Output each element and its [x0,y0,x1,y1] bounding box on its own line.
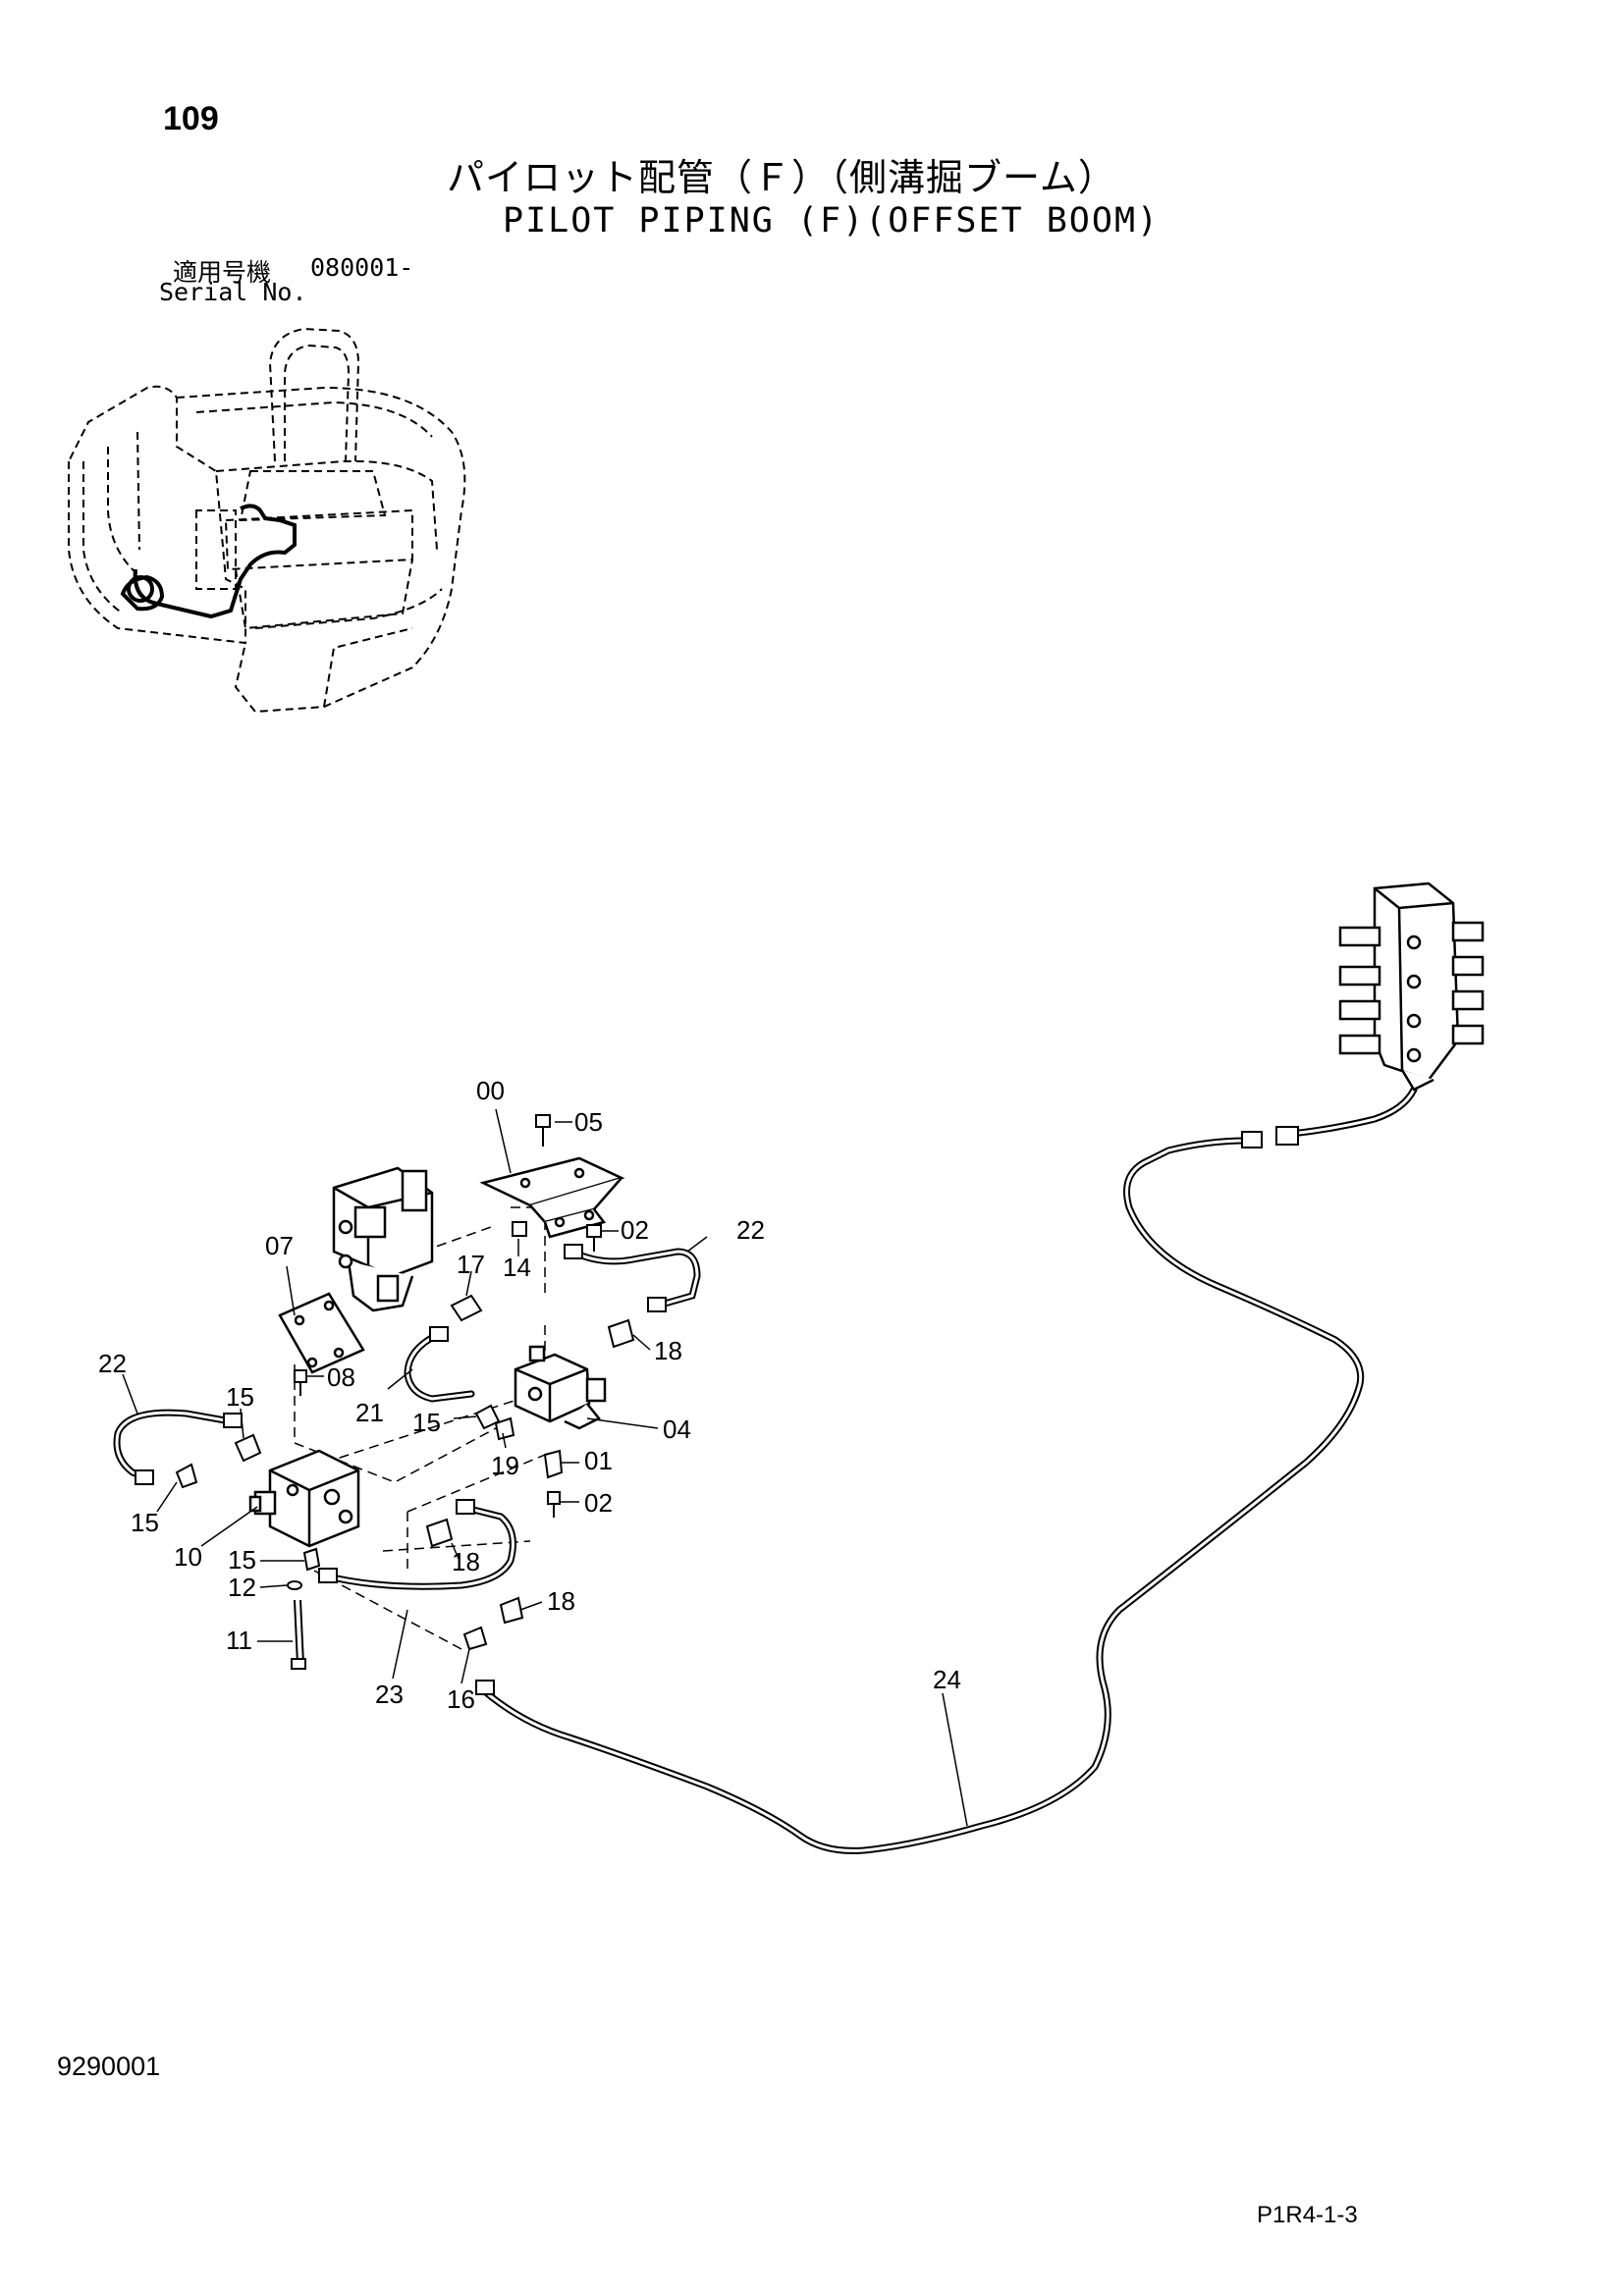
clip-01 [543,1449,564,1479]
callout-17: 17 [457,1250,485,1279]
bolt-05 [535,1114,551,1147]
callout-08: 08 [327,1362,355,1392]
callout-02-upper: 02 [621,1215,649,1245]
callout-16: 16 [447,1684,475,1714]
long-bolt-11 [291,1599,306,1670]
callout-18-lower: 18 [547,1586,575,1616]
hose-end-fittings [135,1126,1299,1695]
callout-15-upper-left: 15 [226,1382,254,1412]
hoses-inner [115,1088,1416,1852]
callout-07: 07 [265,1231,294,1260]
bolt-02-lower [547,1491,561,1518]
bracket-plate [479,1156,625,1239]
callout-15-middle: 15 [412,1408,441,1437]
serial-label-english: Serial No. [159,278,307,306]
title-japanese: パイロット配管（Ｆ）（側溝掘ブーム） [447,156,1116,199]
title-english: PILOT PIPING (F)(OFFSET BOOM) [503,201,1161,240]
callout-15-left: 15 [131,1508,159,1537]
callout-19: 19 [491,1451,519,1480]
callout-04: 04 [663,1415,691,1444]
valve-block-10 [248,1449,360,1548]
bolt-08 [294,1369,307,1396]
callout-00: 00 [476,1076,505,1105]
control-valve-bank [1338,881,1485,1092]
sheet-reference: P1R4-1-3 [1257,2202,1358,2228]
callout-22-left: 22 [98,1349,127,1378]
overview-highlighted-pipe [120,504,297,619]
callout-21: 21 [355,1398,384,1427]
bolt-02-upper [586,1224,602,1252]
callout-11: 11 [226,1626,252,1655]
machine-overview-sketch [68,327,466,714]
callout-01: 01 [584,1446,613,1475]
callout-12: 12 [228,1573,256,1602]
callout-02-lower: 02 [584,1488,613,1518]
callout-labels: 00 05 02 22 07 17 14 18 22 08 15 21 15 0… [98,1076,961,1714]
fittings [175,1221,635,1651]
callout-22-right: 22 [736,1215,765,1245]
leader-lines [122,1108,968,1827]
callout-24: 24 [933,1665,961,1694]
callout-18-upper: 18 [654,1336,682,1365]
callout-23: 23 [375,1680,404,1709]
callout-18-middle: 18 [452,1547,480,1576]
pilot-valve-body [332,1166,434,1312]
serial-label-japanese: 適用号機 [173,258,272,287]
valve-block-04 [514,1345,607,1430]
callout-05: 05 [574,1107,603,1137]
callout-10: 10 [174,1542,202,1572]
callout-14: 14 [503,1253,531,1282]
callout-15-lower: 15 [228,1545,256,1575]
document-number: 9290001 [57,2052,161,2081]
cover-plate-07 [278,1292,365,1374]
page-number: 109 [163,100,219,137]
serial-number-value: 080001- [310,253,414,282]
